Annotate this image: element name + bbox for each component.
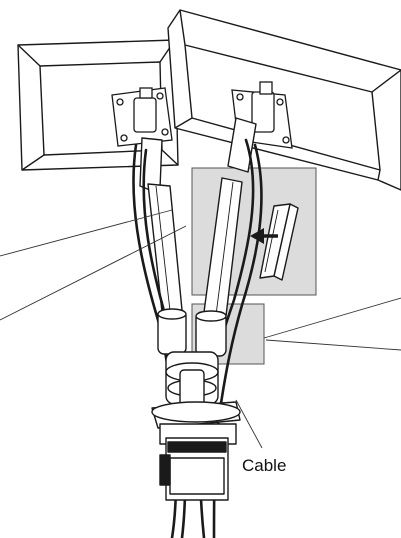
arrow-left-icon [250,228,278,244]
leader-lines [0,209,401,449]
cable-label: Cable [242,456,287,475]
cable-clip-icon [259,203,299,281]
column [165,351,219,411]
right-upper-arm [227,117,257,173]
elbow-joints [157,308,227,357]
arm-bars [147,177,243,317]
clamp-base [151,401,241,501]
left-arm-bar [147,183,183,313]
